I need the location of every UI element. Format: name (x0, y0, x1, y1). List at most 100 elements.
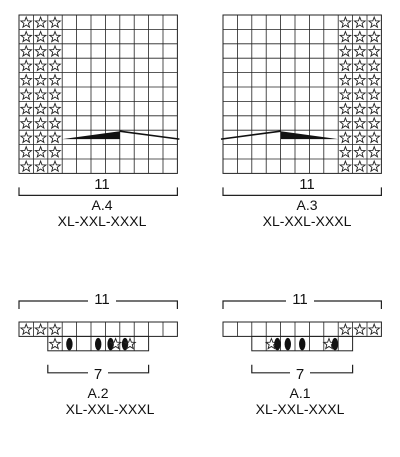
oval-icon (95, 337, 102, 351)
star-icon (338, 59, 352, 72)
star-icon (353, 73, 367, 86)
star-icon (353, 87, 367, 101)
star-icon (48, 116, 62, 130)
star-icon (367, 73, 381, 86)
caption-a2: 7 A.2 XL-XXL-XXXL (13, 366, 183, 417)
star-icon (367, 15, 381, 29)
star-icon (48, 337, 62, 350)
bottom-row-grid-border (47, 335, 150, 352)
star-icon (338, 116, 352, 130)
bottom-row-grid-border (251, 335, 354, 352)
wedge-line (119, 130, 180, 140)
chart-a4 (18, 14, 180, 196)
star-icon (34, 73, 48, 86)
top-row-grid-border (222, 321, 382, 337)
star-icon (19, 15, 33, 29)
star-icon (19, 102, 33, 115)
star-icon (367, 59, 381, 72)
star-icon (353, 44, 367, 58)
caption-a3: 11 A.3 XL-XXL-XXXL (222, 176, 392, 229)
star-icon (338, 44, 352, 58)
star-icon (353, 131, 367, 144)
star-icon (353, 30, 367, 43)
star-icon (338, 73, 352, 86)
star-icon (19, 87, 33, 101)
a2-bottom-count: 7 (87, 366, 109, 383)
a3-chart-name: A.3 (296, 197, 318, 213)
a4-stitch-count: 11 (17, 176, 187, 193)
oval-icon (284, 337, 291, 351)
star-icon (367, 322, 381, 336)
star-icon (19, 116, 33, 130)
star-icon (48, 145, 62, 158)
star-icon (34, 59, 48, 72)
star-icon (19, 145, 33, 158)
star-icon (353, 159, 367, 173)
star-icon (338, 102, 352, 115)
star-icon (19, 159, 33, 173)
star-icon (338, 30, 352, 43)
stitch-count-bracket (222, 187, 382, 196)
star-icon (34, 145, 48, 158)
star-icon (123, 337, 137, 350)
star-icon (338, 145, 352, 158)
star-icon (367, 131, 381, 144)
star-icon (34, 15, 48, 29)
chart-a1 (222, 300, 382, 374)
a1-bottom-count: 7 (289, 366, 311, 383)
star-icon (19, 44, 33, 58)
a4-sizes: XL-XXL-XXXL (57, 213, 147, 229)
star-icon (34, 116, 48, 130)
star-icon (48, 159, 62, 173)
star-icon (338, 322, 352, 336)
star-icon (367, 44, 381, 58)
a2-sizes: XL-XXL-XXXL (65, 401, 155, 417)
star-icon (367, 102, 381, 115)
star-icon (353, 15, 367, 29)
oval-icon (299, 337, 306, 351)
star-icon (19, 131, 33, 144)
star-icon (353, 59, 367, 72)
star-icon (367, 159, 381, 173)
oval-icon (107, 337, 114, 351)
star-icon (48, 30, 62, 43)
a1-chart-name: A.1 (289, 385, 311, 401)
a2-chart-name: A.2 (87, 385, 109, 401)
star-icon (353, 322, 367, 336)
star-icon (34, 30, 48, 43)
triangle-wedge (62, 131, 120, 140)
chart-a2 (18, 300, 178, 374)
star-icon (338, 131, 352, 144)
chart-a3 (220, 14, 382, 196)
star-icon (19, 30, 33, 43)
star-icon (367, 116, 381, 130)
caption-a1-top-count: 11 (215, 291, 385, 308)
chart-grid-border (222, 14, 382, 174)
star-icon (48, 131, 62, 144)
a1-top-count: 11 (286, 291, 314, 308)
triangle-wedge (280, 131, 339, 140)
a2-top-count: 11 (88, 291, 116, 308)
star-icon (48, 87, 62, 101)
a1-sizes: XL-XXL-XXXL (255, 401, 345, 417)
caption-a4: 11 A.4 XL-XXL-XXXL (17, 176, 187, 229)
star-icon (353, 116, 367, 130)
oval-icon (66, 337, 73, 351)
star-icon (48, 44, 62, 58)
star-icon (367, 30, 381, 43)
star-icon (48, 15, 62, 29)
star-icon (34, 322, 48, 336)
a3-stitch-count: 11 (222, 176, 392, 193)
star-icon (19, 322, 33, 336)
star-icon (34, 131, 48, 144)
star-icon (353, 145, 367, 158)
star-icon (367, 87, 381, 101)
star-icon (19, 73, 33, 86)
stitch-count-bracket (18, 187, 178, 196)
a4-chart-name: A.4 (91, 197, 113, 213)
star-icon (338, 87, 352, 101)
chart-grid-border (18, 14, 178, 174)
star-icon (367, 145, 381, 158)
star-icon (109, 337, 123, 350)
